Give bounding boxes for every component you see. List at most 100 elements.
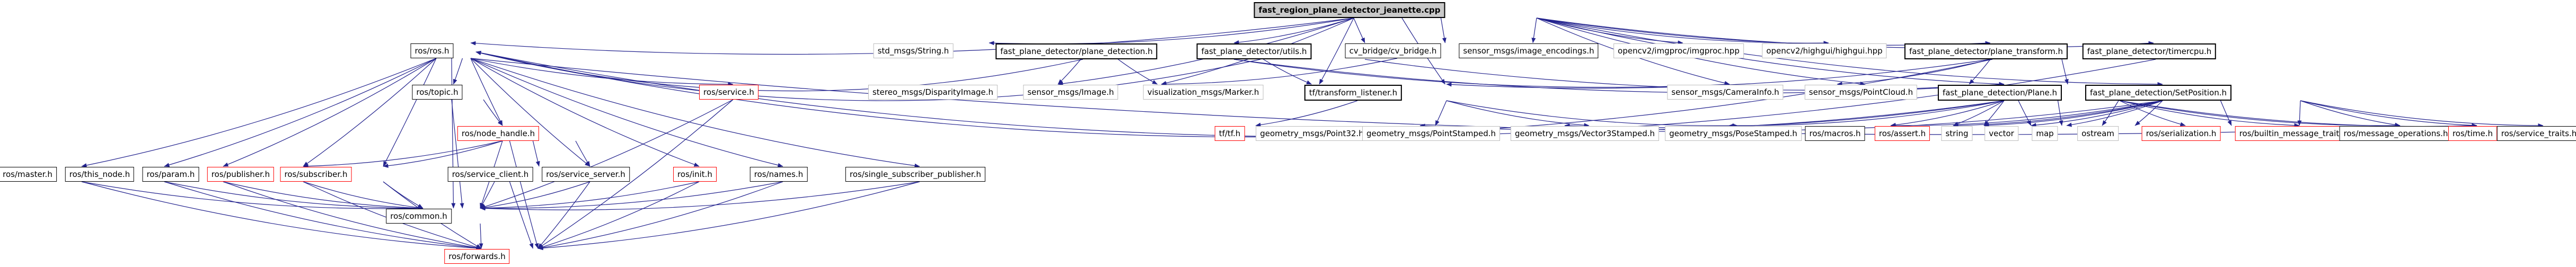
edge-node_handle-to-forwards	[509, 140, 539, 249]
graph-node-common[interactable]: ros/common.h	[386, 209, 452, 224]
edge-ros_h-to-subscriber	[383, 58, 437, 167]
edge-cpp-to-plane	[1536, 17, 2005, 86]
edge-cpp-to-image_encodings	[1531, 17, 1537, 43]
edge-service_client-to-forwards	[509, 181, 534, 249]
edge-setposition-to-assert	[1953, 100, 2163, 128]
edge-setposition-to-map_std	[2066, 100, 2163, 127]
edge-cpp-to-plane_detection	[1233, 17, 1354, 44]
edge-cpp-to-plane_transform	[1536, 17, 1991, 46]
edge-setposition-to-msg_ops	[2300, 100, 2401, 127]
graph-node-topic[interactable]: ros/topic.h	[412, 85, 463, 100]
edge-plane_detection-to-image	[1118, 59, 1158, 85]
edge-ssp-to-forwards	[537, 181, 920, 251]
graph-node-ostream_std: ostream	[2077, 126, 2119, 141]
edge-ros_h-to-ssp	[470, 58, 920, 168]
graph-node-this_node[interactable]: ros/this_node.h	[65, 167, 135, 182]
graph-node-service_server[interactable]: ros/service_server.h	[542, 167, 630, 182]
edge-setposition-to-macros	[1890, 100, 2163, 128]
edge-master-to-common	[81, 181, 424, 211]
graph-node-setposition[interactable]: fast_plane_detection/SetPosition.h	[2085, 85, 2231, 101]
edge-plane-to-vector3stamped	[1728, 100, 2005, 128]
graph-node-node_handle[interactable]: ros/node_handle.h	[457, 126, 540, 141]
graph-node-assert[interactable]: ros/assert.h	[1874, 126, 1930, 141]
edge-service_server-to-common	[480, 181, 590, 210]
edge-cpp-to-setposition	[1536, 17, 2163, 86]
graph-node-service[interactable]: ros/service.h	[699, 85, 758, 100]
edge-node_handle-to-subscriber	[383, 140, 503, 168]
graph-node-image_encodings[interactable]: sensor_msgs/image_encodings.h	[1459, 43, 1599, 58]
edge-topic-to-node_handle	[483, 99, 503, 126]
edge-node_handle-to-service_client	[532, 140, 540, 167]
edge-param-to-common	[223, 181, 424, 210]
graph-node-service_traits[interactable]: ros/service_traits.h	[2496, 126, 2576, 141]
graph-node-plane_detection[interactable]: fast_plane_detector/plane_detection.h	[995, 43, 1158, 59]
edge-service-to-forwards	[537, 99, 734, 249]
edge-publisher-to-common	[303, 181, 424, 210]
graph-node-publisher[interactable]: ros/publisher.h	[207, 167, 275, 182]
graph-node-master[interactable]: ros/master.h	[0, 167, 57, 182]
graph-node-marker: visualization_msgs/Marker.h	[1143, 85, 1264, 100]
graph-node-utils[interactable]: fast_plane_detector/utils.h	[1196, 43, 1312, 59]
edge-names-to-forwards	[537, 181, 783, 250]
graph-node-cpp[interactable]: fast_region_plane_detector_jeanette.cpp	[1254, 2, 1445, 18]
graph-node-point32: geometry_msgs/Point32.h	[1256, 126, 1368, 141]
graph-node-forwards[interactable]: ros/forwards.h	[444, 249, 510, 264]
edge-topic-to-common	[451, 99, 464, 209]
edge-utils-to-marker	[1263, 59, 1312, 85]
edge-setposition-to-service_traits	[2300, 100, 2544, 128]
edge-cpp-to-string_h	[989, 17, 1354, 46]
edge-node_handle-to-service_server	[575, 140, 590, 167]
edge-subscriber-to-common	[383, 181, 424, 209]
graph-node-init[interactable]: ros/init.h	[673, 167, 717, 182]
graph-node-pointcloud: sensor_msgs/PointCloud.h	[1804, 85, 1918, 100]
edge-this_node-to-common	[164, 181, 424, 210]
edge-listener-to-posestamped	[1446, 100, 1738, 128]
edge-cv_bridge-to-image	[1161, 58, 1398, 86]
graph-node-disparity: stereo_msgs/DisparityImage.h	[868, 85, 998, 100]
graph-node-subscriber[interactable]: ros/subscriber.h	[280, 167, 352, 182]
graph-node-plane[interactable]: fast_plane_detection/Plane.h	[1937, 85, 2062, 101]
edge-setposition-to-ostream_std	[2134, 100, 2163, 126]
edge-listener-to-pointstamped	[1435, 100, 1447, 126]
edge-plane_transform-to-listener	[1446, 59, 1991, 89]
edge-setposition-to-vector_std	[2031, 100, 2163, 128]
graph-node-cv_bridge[interactable]: cv_bridge/cv_bridge.h	[1345, 43, 1441, 58]
graph-node-plane_transform[interactable]: fast_plane_detector/plane_transform.h	[1904, 43, 2068, 59]
edge-ros_h-to-topic	[453, 58, 463, 85]
graph-node-builtin[interactable]: ros/builtin_message_traits.h	[2235, 126, 2356, 141]
edge-plane-to-macros	[1890, 100, 2005, 127]
edge-cpp-to-marker	[1319, 17, 1354, 85]
edge-ros_h-to-master	[81, 58, 437, 168]
edge-cpp-to-cv_bridge	[1440, 17, 1446, 43]
graph-node-posestamped: geometry_msgs/PoseStamped.h	[1665, 126, 1802, 141]
edge-service-to-common	[480, 99, 734, 209]
graph-node-service_client[interactable]: ros/service_client.h	[447, 167, 533, 182]
edge-node_handle-to-publisher	[303, 140, 503, 168]
graph-node-ros_h[interactable]: ros/ros.h	[410, 43, 454, 58]
graph-node-ssp[interactable]: ros/single_subscriber_publisher.h	[845, 167, 985, 182]
graph-node-image: sensor_msgs/Image.h	[1023, 85, 1118, 100]
edge-plane-to-serialization	[2119, 100, 2186, 127]
edge-ros_h-to-service_server	[470, 58, 590, 167]
edge-setposition-to-string_std	[1983, 100, 2163, 128]
edge-setposition-to-time_h	[2300, 100, 2477, 128]
graph-node-listener[interactable]: tf/transform_listener.h	[1304, 85, 1402, 101]
graph-node-time_h[interactable]: ros/time.h	[2448, 126, 2498, 141]
edge-listener-to-vector3stamped	[1446, 100, 1590, 128]
edge-cpp-to-utils	[1353, 17, 1365, 43]
graph-node-macros[interactable]: ros/macros.h	[1805, 126, 1865, 141]
edge-plane_detection-to-disparity	[1057, 59, 1081, 85]
edge-ros_h-to-this_node	[164, 58, 437, 167]
graph-node-imgproc: opencv2/imgproc/imgproc.hpp	[1613, 43, 1744, 58]
edge-names-to-common	[480, 181, 783, 211]
graph-node-vector3stamped: geometry_msgs/Vector3Stamped.h	[1510, 126, 1660, 141]
graph-node-tf_tf[interactable]: tf/tf.h	[1214, 126, 1245, 141]
graph-node-param[interactable]: ros/param.h	[142, 167, 199, 182]
edge-listener-to-tf_tf	[1255, 100, 1358, 127]
graph-node-string_h: std_msgs/String.h	[873, 43, 954, 58]
edge-plane-to-assert	[1953, 100, 2005, 126]
graph-node-serialization[interactable]: ros/serialization.h	[2141, 126, 2221, 141]
graph-node-timercpu[interactable]: fast_plane_detector/timercpu.h	[2082, 43, 2217, 59]
graph-node-names[interactable]: ros/names.h	[749, 167, 808, 182]
graph-node-msg_ops[interactable]: ros/message_operations.h	[2339, 126, 2453, 141]
